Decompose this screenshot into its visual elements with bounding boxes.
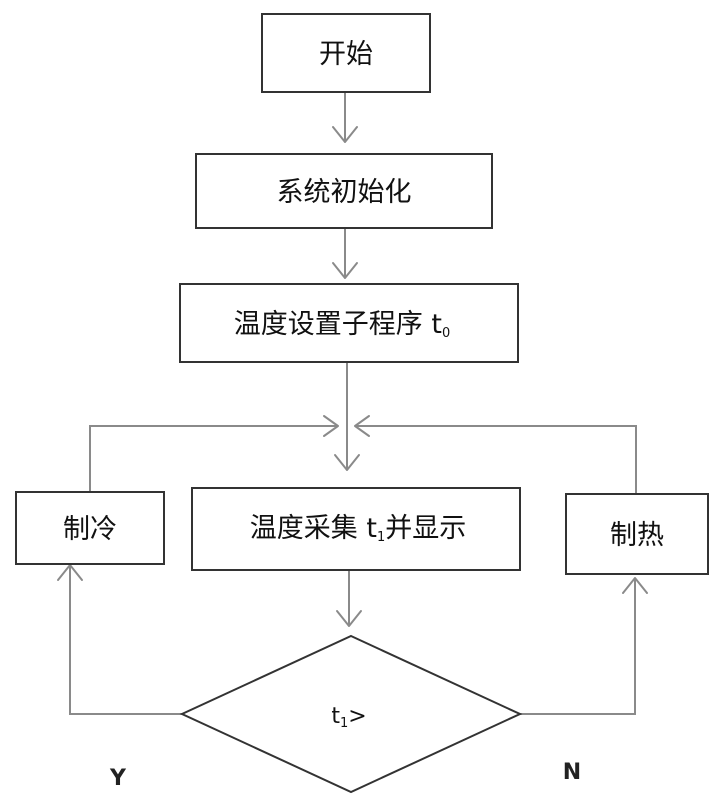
- edge-decision-to-heating: [520, 578, 636, 715]
- arrowhead-collect-to-decision: [336, 610, 362, 627]
- arrowhead-init-to-setting: [332, 262, 358, 279]
- edge-cooling-to-loop: [89, 425, 338, 492]
- init-box: [195, 153, 493, 229]
- node-init: 系统初始化: [195, 153, 493, 229]
- start-box: [261, 13, 431, 93]
- decision-text-b: >: [348, 704, 366, 729]
- arrowhead-start-to-init: [332, 126, 358, 143]
- collect-label: 温度采集 t1并显示: [250, 513, 466, 545]
- edge-heating-to-loop: [355, 425, 637, 494]
- collect-box: [191, 487, 521, 571]
- branch-label-yes: Y: [109, 766, 127, 791]
- collect-subscript: 1: [377, 530, 385, 545]
- arrowhead-decision-to-heating: [622, 577, 648, 594]
- setting-label: 温度设置子程序 t0: [234, 309, 450, 341]
- node-decision: t1>: [179, 634, 523, 794]
- heating-box: [565, 493, 709, 575]
- cooling-label: 制冷: [63, 514, 117, 545]
- node-collect: 温度采集 t1并显示: [191, 487, 521, 571]
- collect-text-a: 温度采集 t: [250, 513, 377, 544]
- heating-label: 制热: [610, 520, 664, 551]
- setting-subscript: 0: [442, 326, 450, 341]
- decision-text-a: t: [331, 704, 340, 729]
- node-cooling: 制冷: [15, 491, 165, 565]
- node-heating: 制热: [565, 493, 709, 575]
- decision-subscript: 1: [340, 716, 348, 731]
- branch-label-no: N: [563, 760, 581, 785]
- setting-text: 温度设置子程序 t: [234, 309, 442, 340]
- decision-label: t1>: [331, 704, 366, 731]
- arrowhead-setting-to-collect: [334, 454, 360, 471]
- node-setting: 温度设置子程序 t0: [179, 283, 519, 363]
- connectors: [57, 92, 648, 715]
- cooling-box: [15, 491, 165, 565]
- decision-diamond: [179, 634, 523, 794]
- setting-box: [179, 283, 519, 363]
- edge-decision-to-cooling: [69, 565, 182, 715]
- collect-text-b: 并显示: [385, 513, 466, 544]
- init-label: 系统初始化: [277, 177, 412, 208]
- arrowhead-heating-to-loop: [354, 415, 370, 437]
- arrowhead-cooling-to-loop: [323, 415, 339, 437]
- start-label: 开始: [319, 39, 373, 70]
- node-start: 开始: [261, 13, 431, 93]
